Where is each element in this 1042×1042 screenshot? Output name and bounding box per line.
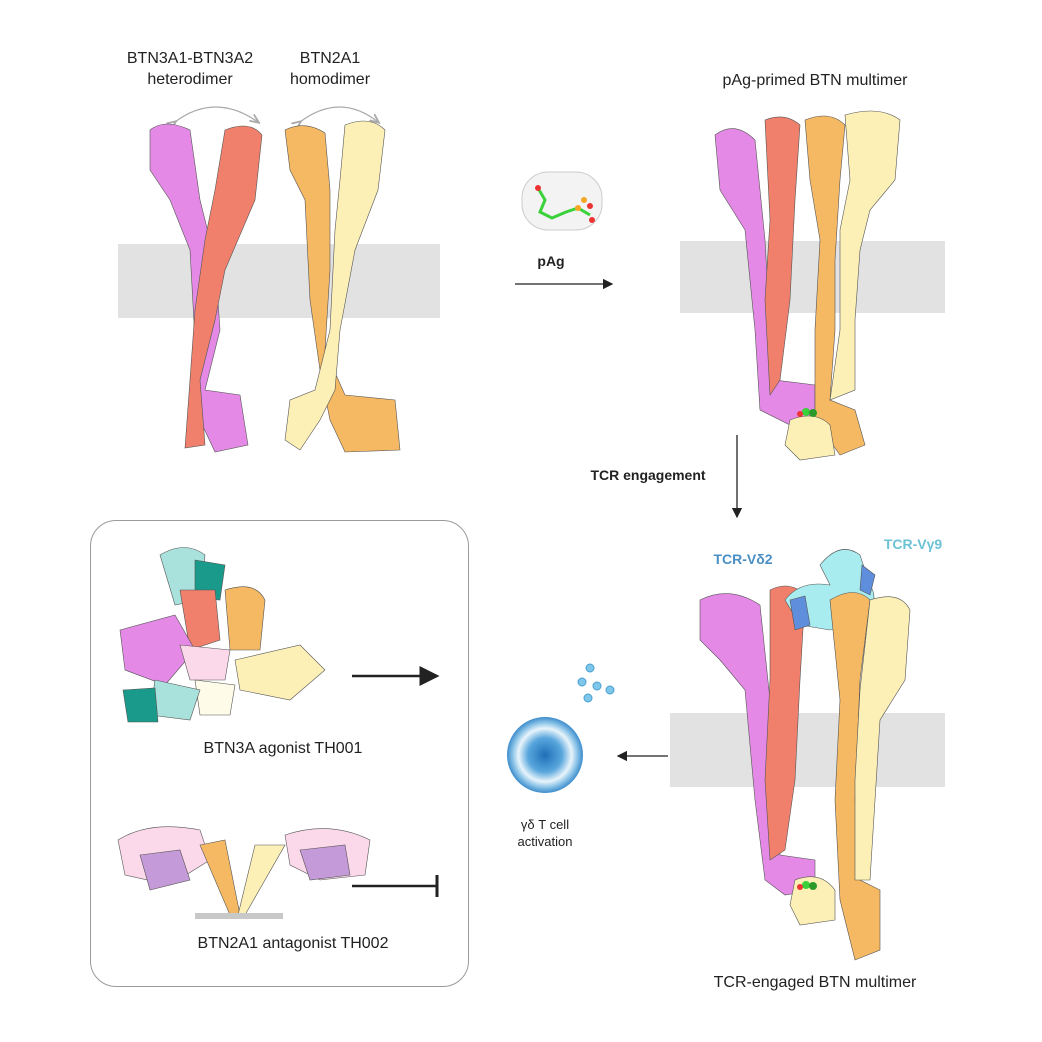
btn2a1-homodimer [284,120,401,453]
heterodimer-label: heterodimer [147,71,233,88]
antagonist-membrane [195,913,283,919]
membrane-top-left [118,244,440,318]
pag-label: pAg [537,253,565,269]
engaged-multimer-title: TCR-engaged BTN multimer [713,974,917,991]
engaged-btn-multimer [699,549,911,961]
tcr-engagement-label: TCR engagement [590,467,706,483]
bound-pag [797,408,817,417]
th001-complex [119,547,326,723]
bound-pag-engaged [797,881,817,890]
cytokine-dots-icon [577,663,615,703]
th002-complex [117,826,371,916]
cell-activation-label-1: γδ T cell [520,817,570,832]
membrane-bottom-right [670,713,945,787]
homodimer-curve-arrow [300,106,378,122]
cell-activation-label-2: activation [517,834,573,849]
pag-molecule [521,171,603,231]
heterodimer-name-label: BTN3A1-BTN3A2 [126,50,254,67]
btn3a-heterodimer [149,123,263,453]
therapeutics-panel [90,520,469,987]
gd-t-cell-icon [507,717,583,793]
homodimer-name-label: BTN2A1 [299,50,361,67]
antagonist-label: BTN2A1 antagonist TH002 [197,935,389,952]
primed-btn-multimer [714,110,901,461]
primed-multimer-title: pAg-primed BTN multimer [722,72,908,89]
membrane-top-right [680,241,945,313]
homodimer-label: homodimer [289,71,371,88]
agonist-label: BTN3A agonist TH001 [203,740,363,757]
heterodimer-curve-arrow [175,106,258,122]
tcr-vg9-label: TCR-Vγ9 [883,536,943,552]
tcr-vd2-label: TCR-Vδ2 [713,551,773,567]
